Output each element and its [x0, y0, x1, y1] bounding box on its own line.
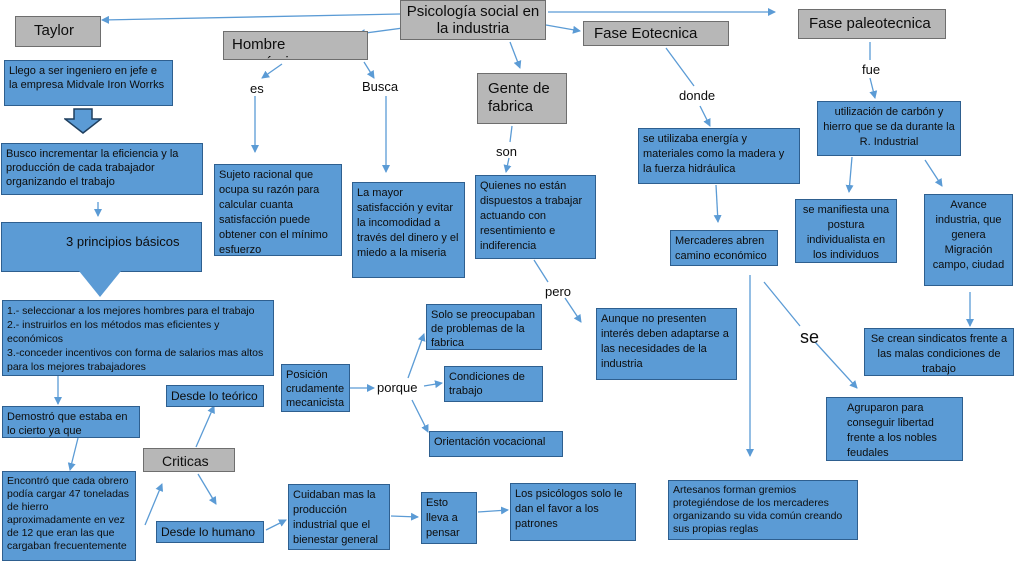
arrow-criticas-humano [197, 473, 217, 505]
aunque-box: Aunque no presenten interés deben adapta… [596, 308, 737, 380]
avance-box: Avance industria, que genera Migración c… [924, 194, 1013, 286]
principios-box: 3 principios básicos [1, 222, 202, 272]
title-node: Psicología social en la industria [400, 0, 546, 40]
arrow-carbon-avance [924, 159, 943, 187]
arrow-humano-cuidaban [265, 519, 287, 531]
arrow-donde-utilizaba [699, 105, 711, 127]
teorico-box: Desde lo teórico [166, 385, 264, 407]
arrow-es [261, 63, 283, 79]
connector-porque: porque [377, 380, 418, 395]
psicologos-box: Los psicólogos solo le dan el favor a lo… [510, 483, 636, 541]
connector-busca: Busca [362, 79, 399, 94]
cuidaban-box: Cuidaban mas la producción industrial qu… [288, 484, 390, 550]
line-gente-son [509, 125, 513, 143]
arrow-esto-psicologos [477, 506, 509, 515]
connector-es: es [250, 81, 264, 96]
connector-son: son [496, 144, 517, 159]
arrow-carbon-manifiesta [845, 156, 854, 193]
arrow-se-agruparon [814, 341, 858, 389]
arrow-demostro-encontro [67, 437, 79, 471]
condiciones-box: Condiciones de trabajo [444, 366, 543, 402]
arrow-title-eotecnica [545, 24, 581, 34]
llego-box: Llego a ser ingeniero en jefe e la empre… [4, 60, 173, 106]
demostro-box: Demostró que estaba en lo cierto ya que [2, 406, 140, 438]
arrow-title-taylor [101, 13, 401, 24]
arrow-porque-condiciones [423, 380, 443, 389]
encontro-box: Encontró que cada obrero podía cargar 47… [2, 471, 136, 561]
posicion-box: Posición crudamente mecanicista [281, 364, 350, 412]
agruparon-box: Agruparon para conseguir libertad frente… [826, 397, 963, 461]
connector-fue: fue [862, 62, 881, 77]
arrow-encontro-criticas [144, 483, 164, 526]
arrow-son-quienes [503, 157, 512, 173]
quienes-box: Quienes no están dispuestos a trabajar a… [475, 175, 596, 259]
hombre-economico-label: Hombre económico [223, 31, 368, 60]
humano-box: Desde lo humano [156, 521, 264, 543]
arrow-title-gente [509, 41, 522, 69]
connector-donde: donde [679, 88, 716, 103]
arrow-porque-orientacion [411, 399, 429, 433]
arrow-cuidaban-esto [390, 512, 419, 521]
arrow-utilizaba-mercaderes [713, 184, 722, 223]
criticas-label: Criticas [143, 448, 235, 472]
gente-fabrica-label: Gente de fabrica [477, 73, 567, 124]
sindicatos-box: Se crean sindicatos frente a las malas c… [864, 328, 1014, 376]
principios-arrow-icon [79, 271, 121, 297]
solo-box: Solo se preocupaban de problemas de la f… [426, 304, 542, 350]
arrow-busca [363, 61, 375, 79]
esto-box: Esto lleva a pensar que [421, 492, 477, 544]
taylor-label: Taylor [15, 16, 101, 47]
mercaderes-box: Mercaderes abren camino económico [670, 230, 778, 266]
arrow-fue-carbon [869, 77, 878, 99]
connector-se: se [800, 327, 820, 347]
carbon-box: utilización de carbón y hierro que se da… [817, 101, 961, 156]
orientacion-box: Orientación vocacional [429, 431, 563, 457]
connector-pero: pero [545, 284, 572, 299]
artesanos-box: Artesanos forman gremios protegiéndose d… [668, 480, 858, 540]
busco-box: Busco incrementar la eficiencia y la pro… [1, 143, 203, 195]
fase-eotecnica-label: Fase Eotecnica [583, 21, 729, 46]
arrow-pero-aunque [564, 297, 582, 323]
arrow-porque-solo [407, 333, 426, 379]
line-eotecnica-donde [665, 47, 695, 87]
sujeto-box: Sujeto racional que ocupa su razón para … [214, 164, 342, 256]
principios-list: 1.- seleccionar a los mejores hombres pa… [2, 300, 274, 376]
down-arrow-icon [64, 108, 102, 134]
manifiesta-box: se manifiesta una postura individualista… [795, 199, 897, 263]
line-mercaderes-se [763, 281, 801, 327]
mayor-box: La mayor satisfacción y evitar la incomo… [352, 182, 465, 278]
arrow-criticas-teorico [195, 405, 215, 448]
fase-paleotecnica-label: Fase paleotecnica [798, 9, 946, 39]
line-quienes-pero [533, 259, 549, 283]
utilizaba-box: se utilizaba energía y materiales como l… [638, 128, 800, 184]
